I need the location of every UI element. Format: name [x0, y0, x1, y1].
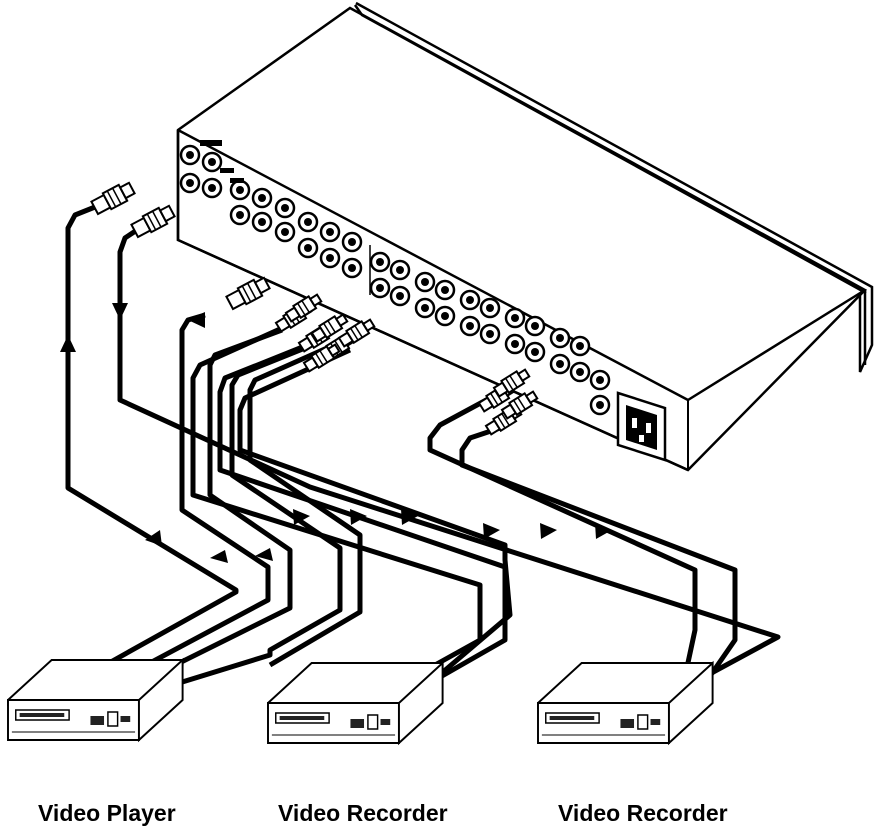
cable-bundle [65, 202, 781, 707]
arrow-icon [60, 303, 612, 563]
video-recorder-device-2 [537, 662, 714, 744]
video-recorder-device-1 [267, 662, 444, 744]
video-player-device [7, 659, 184, 741]
video-recorder-label-2: Video Recorder [558, 800, 728, 826]
rack-chassis [176, 1, 874, 472]
bnc-and-rca-panel [179, 140, 611, 416]
video-recorder-label-1: Video Recorder [278, 800, 448, 826]
iec-power-inlet [616, 391, 667, 462]
video-player-label: Video Player [38, 800, 176, 826]
